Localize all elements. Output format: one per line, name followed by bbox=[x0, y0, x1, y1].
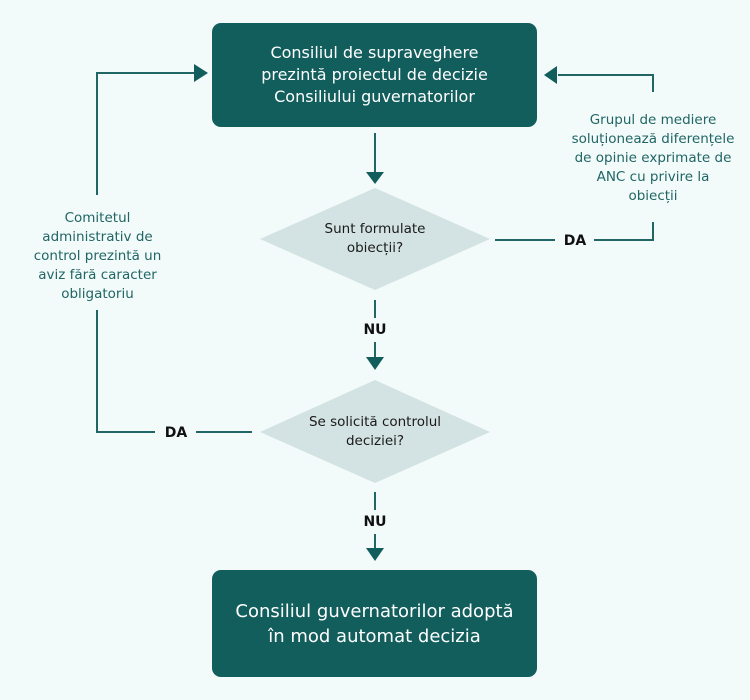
end-box: Consiliul guvernatorilor adoptă în mod a… bbox=[212, 570, 537, 677]
arrowhead-left-icon bbox=[544, 66, 557, 84]
connector-mediation-to-start bbox=[558, 74, 654, 92]
connector-admin-to-start bbox=[96, 72, 194, 195]
end-box-text: Consiliul guvernatorilor adoptă în mod a… bbox=[235, 600, 514, 647]
edge-label-objections-no: NU bbox=[363, 322, 387, 338]
mediation-note: Grupul de mediere soluționează diferențe… bbox=[571, 112, 735, 204]
start-box-text: Consiliul de supraveghere prezintă proie… bbox=[261, 43, 488, 106]
arrowhead-down-icon bbox=[366, 357, 384, 370]
start-box: Consiliul de supraveghere prezintă proie… bbox=[212, 23, 537, 127]
edge-label-review-yes: DA bbox=[164, 425, 188, 441]
decision-diamond-objections bbox=[260, 188, 490, 290]
arrowhead-down-icon bbox=[366, 548, 384, 561]
administrative-review-note: Comitetul administrativ de control prezi… bbox=[33, 210, 162, 302]
decision-objections-text: Sunt formulate obiecții? bbox=[324, 221, 426, 256]
arrowhead-down-icon bbox=[366, 172, 384, 184]
connector-review-yes-left bbox=[96, 310, 155, 433]
edge-label-objections-yes: DA bbox=[563, 233, 587, 249]
edge-label-review-no: NU bbox=[363, 514, 387, 530]
decision-review-text: Se solicită controlul deciziei? bbox=[308, 414, 442, 449]
decision-diamond-review bbox=[260, 380, 490, 483]
connector-objections-yes-right bbox=[594, 222, 654, 241]
arrowhead-right-icon bbox=[194, 64, 208, 82]
